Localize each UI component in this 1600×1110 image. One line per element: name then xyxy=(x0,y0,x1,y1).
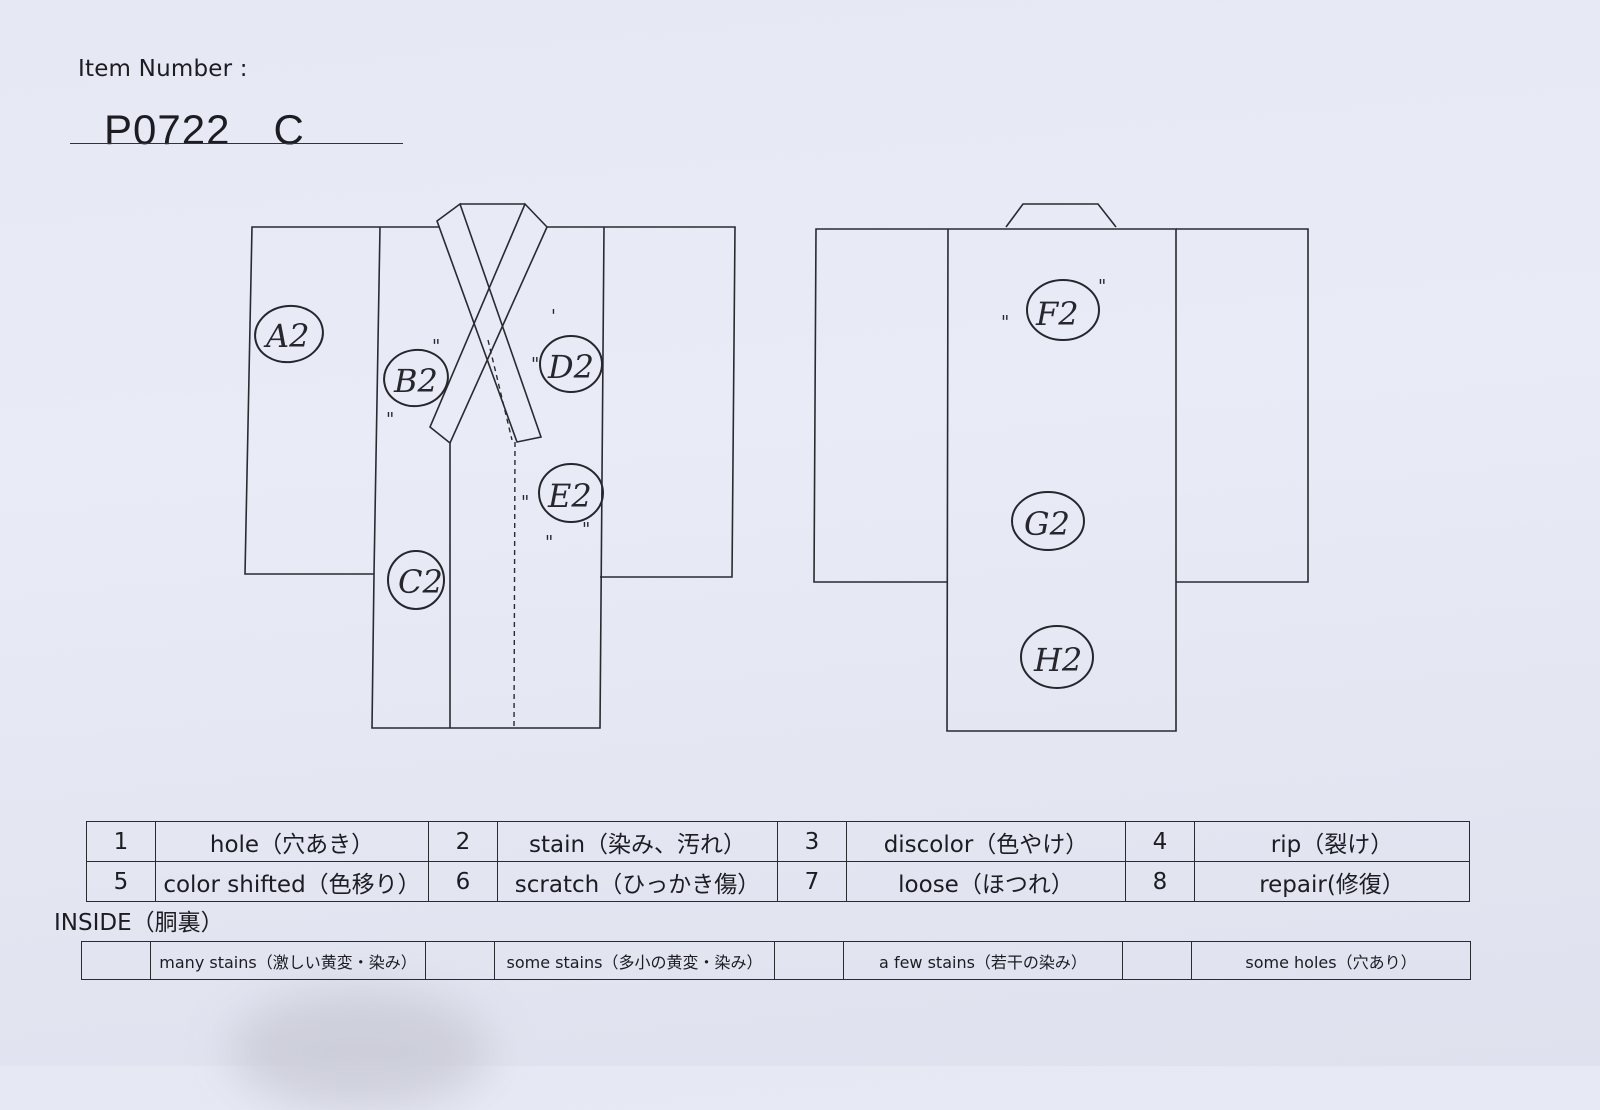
inside-item: some stains（多小の黄変・染み） xyxy=(494,941,775,980)
inside-table: many stains（激しい黄変・染み） some stains（多小の黄変・… xyxy=(81,941,1471,980)
inside-checkbox-cell xyxy=(1122,941,1192,980)
annotation-C: C2 xyxy=(387,550,445,610)
legend-number: 3 xyxy=(777,821,847,862)
legend-label: stain（染み、汚れ） xyxy=(497,821,778,862)
legend-number: 8 xyxy=(1125,861,1195,902)
inside-checkbox-cell xyxy=(81,941,151,980)
inside-item: some holes（穴あり） xyxy=(1191,941,1471,980)
annotation-E: E2 " " " xyxy=(521,463,604,553)
annotation-H: H2 xyxy=(1020,625,1094,689)
item-number-value: P0722 C xyxy=(104,106,305,153)
annotation-G-label: G2 xyxy=(1024,505,1070,543)
annotation-E-label: E2 xyxy=(547,477,592,515)
legend-number: 6 xyxy=(428,861,498,902)
svg-text:': ' xyxy=(551,306,556,327)
paper-shadow xyxy=(230,990,490,1110)
annotation-A-label: A2 xyxy=(263,317,309,355)
inside-checkbox-cell xyxy=(774,941,844,980)
legend-number: 7 xyxy=(777,861,847,902)
annotation-A: A2 xyxy=(254,304,324,364)
legend-label: rip（裂け） xyxy=(1194,821,1470,862)
legend-number: 1 xyxy=(86,821,156,862)
inside-item: many stains（激しい黄変・染み） xyxy=(150,941,426,980)
legend-number: 2 xyxy=(428,821,498,862)
inside-label: INSIDE（胴裏） xyxy=(54,910,224,936)
defect-legend-table: 1 hole（穴あき） 2 stain（染み、汚れ） 3 discolor（色や… xyxy=(86,821,1470,902)
legend-row: 1 hole（穴あき） 2 stain（染み、汚れ） 3 discolor（色や… xyxy=(86,821,1470,862)
legend-label: discolor（色やけ） xyxy=(846,821,1126,862)
inside-checkbox-cell xyxy=(425,941,495,980)
legend-label: color shifted（色移り） xyxy=(155,861,429,902)
legend-label: repair(修復） xyxy=(1194,861,1470,902)
inside-item: a few stains（若干の染み） xyxy=(843,941,1123,980)
inside-row: many stains（激しい黄変・染み） some stains（多小の黄変・… xyxy=(81,941,1471,980)
svg-text:": " xyxy=(521,492,529,513)
annotation-F-label: F2 xyxy=(1035,295,1079,333)
item-number-underline xyxy=(70,143,403,144)
legend-label: loose（ほつれ） xyxy=(846,861,1126,902)
kimono-back-outline xyxy=(813,203,1309,732)
svg-text:": " xyxy=(432,336,440,357)
annotation-H-label: H2 xyxy=(1033,641,1082,679)
legend-label: scratch（ひっかき傷） xyxy=(497,861,778,902)
annotation-C-label: C2 xyxy=(398,563,443,601)
legend-number: 4 xyxy=(1125,821,1195,862)
annotation-F: F2 " " xyxy=(1001,276,1106,341)
annotation-B-label: B2 xyxy=(393,362,438,400)
svg-text:": " xyxy=(545,532,553,553)
legend-number: 5 xyxy=(86,861,156,902)
item-number-label: Item Number : xyxy=(78,56,248,82)
svg-text:": " xyxy=(1098,276,1106,297)
annotation-D: D2 ' " xyxy=(531,306,603,393)
kimono-diagram: A2 B2 " " C2 D2 ' " E2 " " " F2 " " G2 H… xyxy=(244,202,1309,732)
annotation-G: G2 xyxy=(1011,491,1085,551)
legend-row: 5 color shifted（色移り） 6 scratch（ひっかき傷） 7 … xyxy=(86,861,1470,902)
kimono-front-outline xyxy=(244,202,736,729)
annotation-B: B2 " " xyxy=(383,336,449,430)
svg-text:": " xyxy=(531,354,539,375)
svg-text:": " xyxy=(1001,312,1009,333)
legend-label: hole（穴あき） xyxy=(155,821,429,862)
annotation-D-label: D2 xyxy=(547,348,594,386)
svg-text:": " xyxy=(582,519,590,540)
svg-text:": " xyxy=(386,409,394,430)
